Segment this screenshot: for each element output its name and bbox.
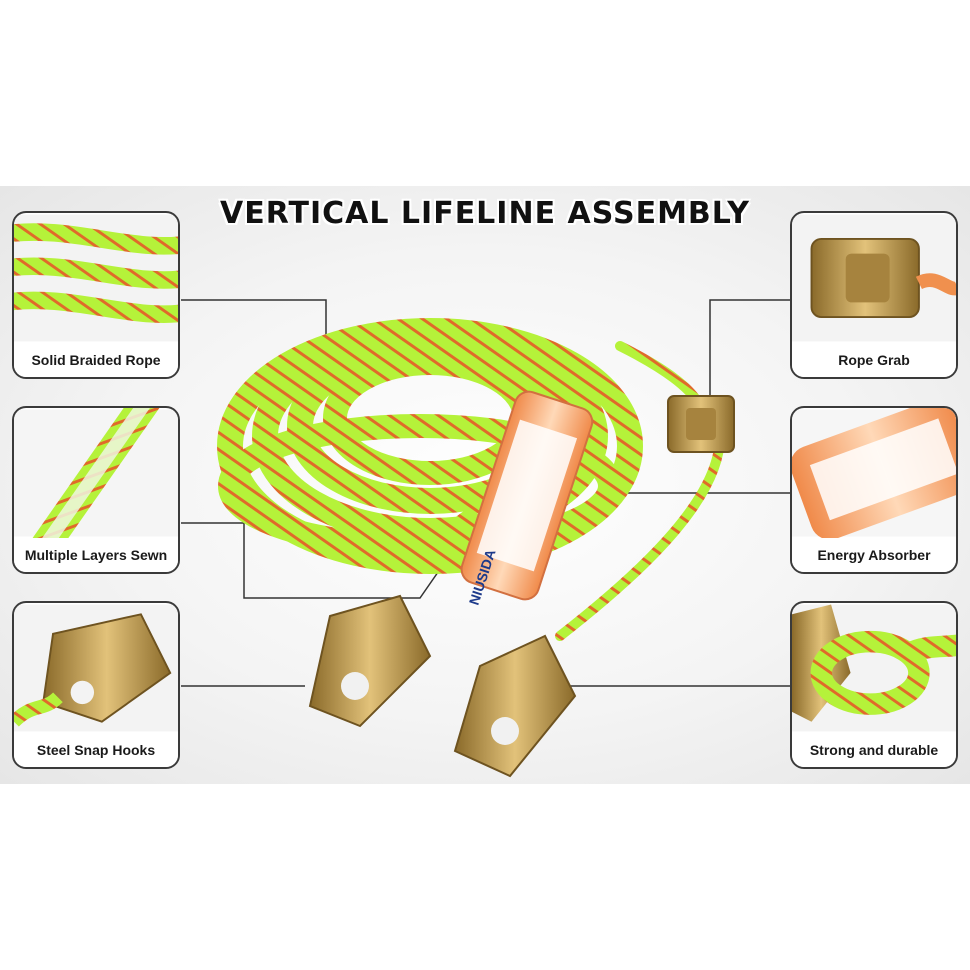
absorber-closeup-image — [792, 408, 956, 538]
card-steel-snap-hooks: Steel Snap Hooks — [12, 601, 180, 769]
snap-hook-left — [308, 594, 432, 728]
card-strong-and-durable: Strong and durable — [790, 601, 958, 769]
energy-absorber — [460, 390, 594, 601]
card-multiple-layers-sewn: Multiple Layers Sewn — [12, 406, 180, 574]
rope-closeup-image — [14, 214, 178, 342]
card-rope-grab: Rope Grab — [790, 211, 958, 379]
stitching-closeup-image — [14, 408, 178, 538]
rope-loop-closeup-image — [792, 604, 956, 732]
rope-grab-closeup-image — [792, 214, 956, 342]
card-energy-absorber: Energy Absorber — [790, 406, 958, 574]
snap-hook-right — [453, 634, 577, 778]
card-label: Energy Absorber — [792, 538, 956, 572]
card-label: Multiple Layers Sewn — [14, 538, 178, 572]
snap-hook-closeup-image — [14, 604, 178, 732]
card-label: Strong and durable — [792, 733, 956, 767]
card-solid-braided-rope: Solid Braided Rope — [12, 211, 180, 379]
rope-grab — [667, 395, 735, 453]
card-label: Steel Snap Hooks — [14, 733, 178, 767]
card-label: Solid Braided Rope — [14, 343, 178, 377]
page-title: VERTICAL LIFELINE ASSEMBLY — [220, 196, 750, 231]
product-illustration: NIUSIDA — [181, 299, 790, 778]
card-label: Rope Grab — [792, 343, 956, 377]
